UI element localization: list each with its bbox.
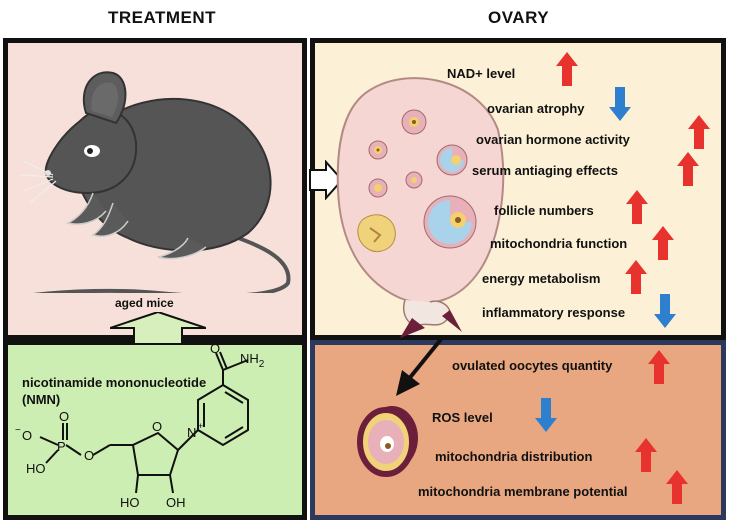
- up-arrow-icon: [688, 115, 710, 149]
- oocyte-effect-label: ovulated oocytes quantity: [452, 358, 613, 373]
- pyridinium-charge: +: [198, 421, 203, 431]
- ovary-header: OVARY: [488, 8, 550, 27]
- down-arrow-icon: [535, 398, 557, 432]
- pyridinium-n: N: [187, 425, 196, 440]
- diagonal-arrow-icon: [396, 336, 444, 396]
- phosphate-charge: −: [15, 425, 21, 436]
- phosphorus: P: [57, 439, 66, 454]
- up-arrow-icon: [666, 470, 688, 504]
- up-arrow-icon: [652, 226, 674, 260]
- down-arrow-icon: [609, 87, 631, 121]
- aged-mice-label: aged mice: [115, 296, 174, 310]
- nh2-label: NH2: [240, 351, 265, 370]
- ovary-effect-label: inflammatory response: [482, 305, 626, 320]
- up-block-arrow-icon: [110, 312, 206, 344]
- right-block-arrow-icon: [309, 160, 344, 200]
- ovary-effect-label: follicle numbers: [494, 203, 594, 218]
- treatment-header: TREATMENT: [108, 8, 217, 27]
- oocyte-effect-label: mitochondria membrane potential: [418, 484, 628, 499]
- ovary-icon: [336, 77, 505, 338]
- ovary-effect-label: mitochondria function: [490, 236, 628, 251]
- up-arrow-icon: [556, 52, 578, 86]
- nmn-structure-icon: NH2 O N + O O P O O − HO HO OH: [15, 345, 265, 510]
- up-arrow-icon: [648, 350, 670, 384]
- oocyte-effect-label: ROS level: [432, 410, 493, 425]
- ovary-effect-label: serum antiaging effects: [472, 163, 618, 178]
- up-arrow-icon: [625, 260, 647, 294]
- ovary-effect-label: ovarian hormone activity: [476, 132, 630, 147]
- down-arrow-icon: [654, 294, 676, 328]
- up-arrow-icon: [626, 190, 648, 224]
- carbonyl-o: O: [210, 345, 220, 356]
- nmn-abbrev: (NMN): [22, 392, 61, 407]
- ovary-effect-label: ovarian atrophy: [487, 101, 585, 116]
- ribose-ho: HO: [120, 495, 140, 510]
- ovary-effect-label: NAD+ level: [447, 66, 516, 81]
- phosphate-ho: HO: [26, 461, 46, 476]
- oocyte-icon: [357, 406, 418, 477]
- ribose-oh: OH: [166, 495, 186, 510]
- phosphate-o-minus: O: [22, 428, 32, 443]
- compound-panel: [3, 340, 307, 520]
- bridge-o: O: [84, 448, 94, 463]
- mouse-icon: [19, 71, 291, 293]
- up-arrow-icon: [635, 438, 657, 472]
- nmn-name: nicotinamide mononucleotide: [22, 375, 207, 390]
- up-arrow-icon: [677, 152, 699, 186]
- oocyte-effect-label: mitochondria distribution: [435, 449, 593, 464]
- ribose-o: O: [152, 419, 162, 434]
- ovary-effect-label: energy metabolism: [482, 271, 601, 286]
- phosphate-o: O: [59, 409, 69, 424]
